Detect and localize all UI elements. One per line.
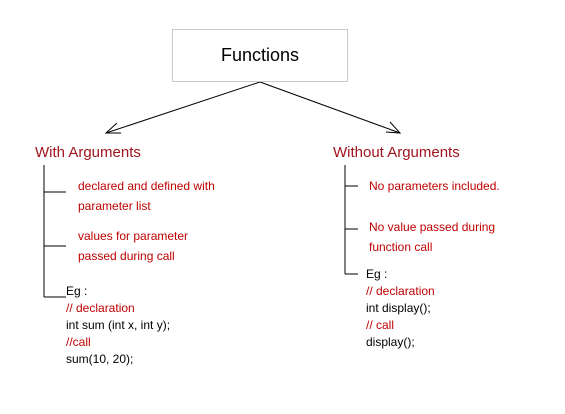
right-branch-heading: Without Arguments [333,144,460,161]
arrow-right-line [259,81,401,134]
left-example-comment-call: //call [66,335,91,349]
left-note-1: declared and defined with parameter list [78,176,215,216]
left-example-code-declaration: int sum (int x, int y); [66,318,171,332]
left-example: Eg : // declaration int sum (int x, int … [66,283,170,368]
root-title: Functions [220,45,300,65]
right-note-2-line-2: function call [369,240,433,254]
right-note-2: No value passed during function call [369,217,495,257]
left-example-code-call: sum(10, 20); [66,352,134,366]
arrow-right-head [385,121,402,134]
right-example-label: Eg : [366,267,388,281]
right-note-1: No parameters included. [369,176,500,196]
left-note-2-line-1: values for parameter [78,229,189,243]
right-example: Eg : // declaration int display(); // ca… [366,266,435,351]
left-example-comment-declaration: // declaration [66,301,135,315]
left-note-1-line-2: parameter list [78,199,151,213]
arrow-left-line [105,81,261,134]
left-branch-heading: With Arguments [35,144,141,161]
right-note-1-line-1: No parameters included. [369,179,500,193]
left-note-2-line-2: passed during call [78,249,175,263]
left-note-2: values for parameter passed during call [78,226,188,266]
root-node: Functions [172,29,348,82]
right-example-code-call: display(); [366,335,415,349]
right-example-code-declaration: int display(); [366,301,431,315]
left-note-1-line-1: declared and defined with [78,179,215,193]
arrow-left-head [104,122,121,134]
left-example-label: Eg : [66,284,88,298]
right-example-comment-declaration: // declaration [366,284,435,298]
right-example-comment-call: // call [366,318,395,332]
right-note-2-line-1: No value passed during [369,220,496,234]
